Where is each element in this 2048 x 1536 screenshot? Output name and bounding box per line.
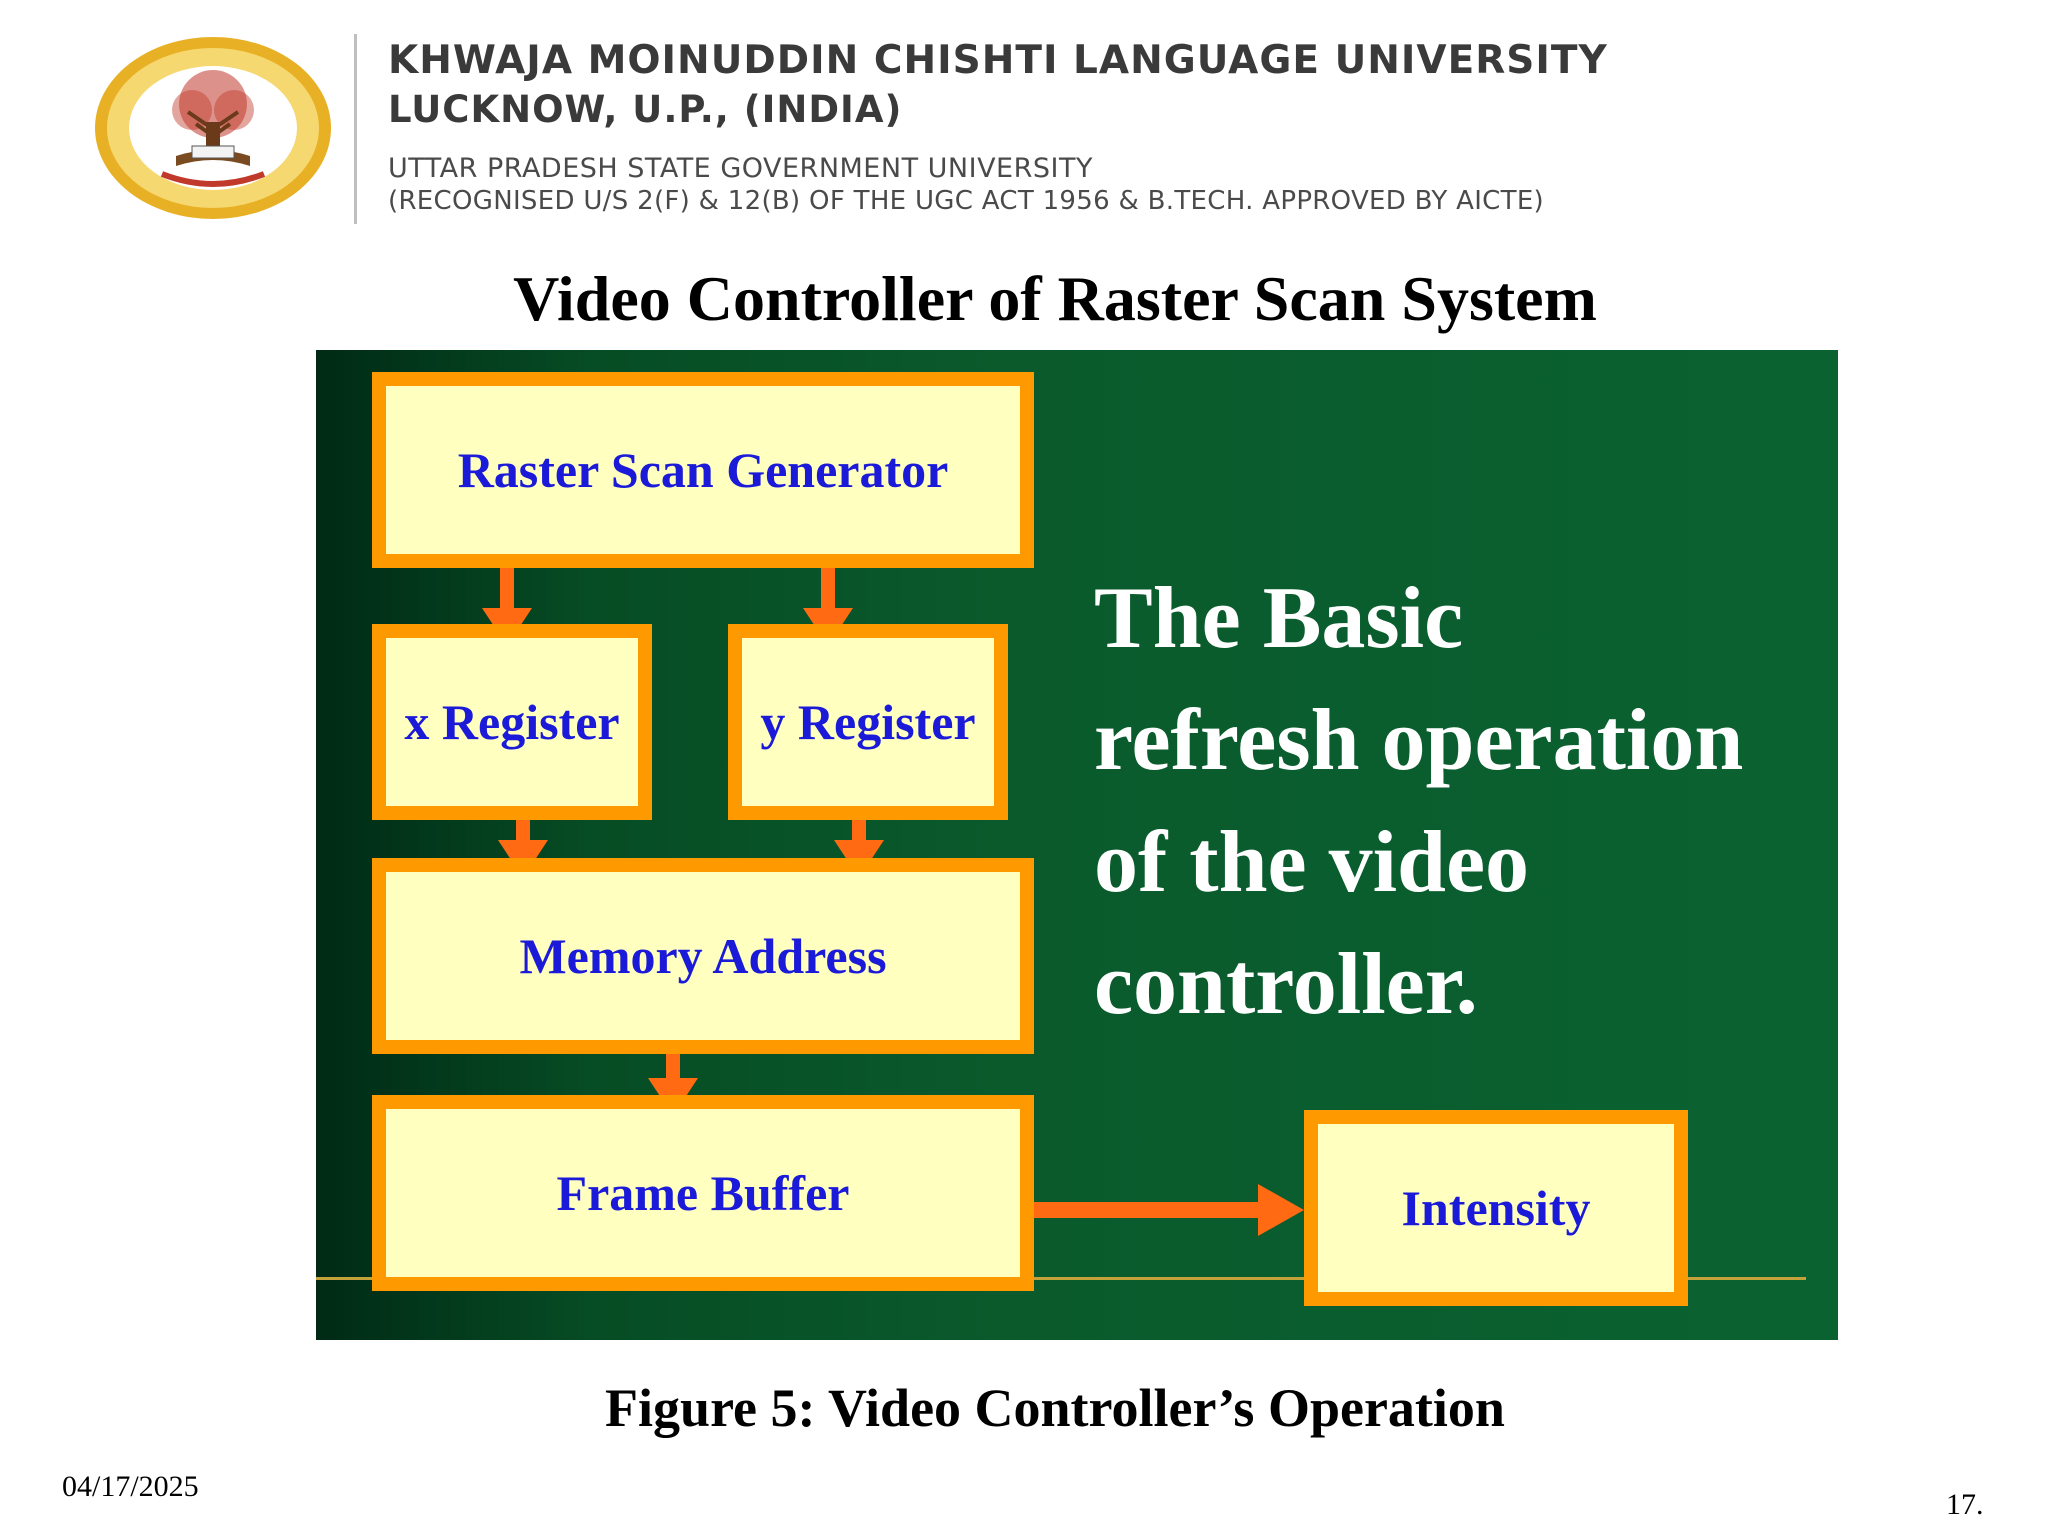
raster-scan-generator-label: Raster Scan Generator <box>457 442 949 498</box>
y-register-label: y Register <box>760 694 976 750</box>
diagram-caption: The Basic refresh operation of the video… <box>1094 558 1743 1046</box>
caption-line: The Basic <box>1094 570 1464 667</box>
university-logo <box>95 37 331 219</box>
raster-scan-generator-box: Raster Scan Generator <box>372 372 1034 568</box>
header-divider <box>354 34 357 224</box>
university-recognition: (RECOGNISED U/S 2(F) & 12(B) OF THE UGC … <box>388 186 1544 216</box>
figure-caption: Figure 5: Video Controller’s Operation <box>605 1378 1505 1438</box>
caption-line: of the video <box>1094 814 1530 911</box>
university-name: KHWAJA MOINUDDIN CHISHTI LANGUAGE UNIVER… <box>388 38 1608 83</box>
intensity-label: Intensity <box>1401 1180 1591 1236</box>
caption-line: refresh operation <box>1094 692 1744 789</box>
caption-line: controller. <box>1094 936 1478 1033</box>
frame-buffer-label: Frame Buffer <box>556 1165 850 1221</box>
diagram-panel: Raster Scan Generator x Register y Regis… <box>316 350 1838 1340</box>
slide-date: 04/17/2025 <box>62 1470 199 1503</box>
memory-address-label: Memory Address <box>519 928 887 984</box>
arrow-fb-to-intensity <box>1034 1184 1304 1236</box>
university-type: UTTAR PRADESH STATE GOVERNMENT UNIVERSIT… <box>388 153 1093 184</box>
frame-buffer-box: Frame Buffer <box>372 1095 1034 1291</box>
slide-number: 17. <box>1946 1488 1984 1521</box>
panel-baseline <box>316 1277 1806 1280</box>
x-register-label: x Register <box>404 694 620 750</box>
x-register-box: x Register <box>372 624 652 820</box>
y-register-box: y Register <box>728 624 1008 820</box>
university-location: LUCKNOW, U.P., (INDIA) <box>388 88 903 131</box>
memory-address-box: Memory Address <box>372 858 1034 1054</box>
intensity-box: Intensity <box>1304 1110 1688 1306</box>
slide-title: Video Controller of Raster Scan System <box>513 263 1597 334</box>
